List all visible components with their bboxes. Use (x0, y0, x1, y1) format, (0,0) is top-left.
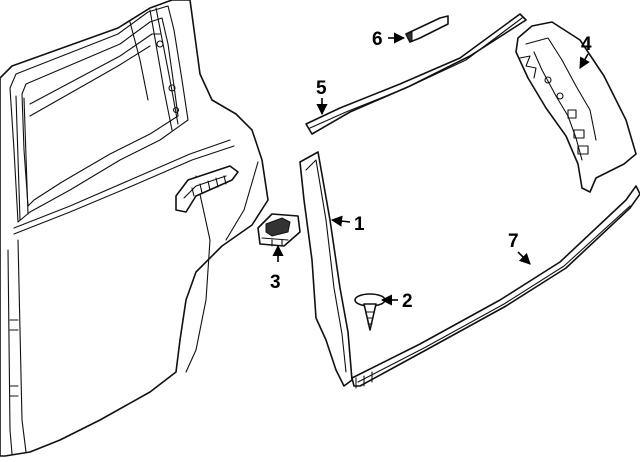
part-7-weatherstrip (351, 185, 640, 389)
callout-3: 3 (270, 272, 281, 293)
part-2-clip (354, 293, 386, 331)
callout-5: 5 (316, 78, 327, 99)
leader-1 (330, 215, 351, 227)
door-handle (175, 165, 239, 213)
part-3-bracket (257, 213, 301, 247)
leader-4 (579, 53, 590, 69)
part-5-upper-molding (305, 13, 527, 135)
part-6-molding-piece (405, 15, 449, 43)
callout-1: 1 (354, 214, 365, 235)
callout-2: 2 (402, 291, 413, 312)
callout-labels: 1 2 3 4 5 6 7 (270, 29, 592, 312)
leader-lines (272, 32, 590, 306)
rear-door (0, 0, 269, 457)
part-4-quarter-trim (515, 21, 637, 193)
callout-6: 6 (372, 29, 383, 50)
callout-4: 4 (581, 34, 592, 55)
part-1-pillar-applique (299, 151, 353, 387)
leader-7 (517, 251, 531, 265)
callout-7: 7 (508, 231, 519, 252)
